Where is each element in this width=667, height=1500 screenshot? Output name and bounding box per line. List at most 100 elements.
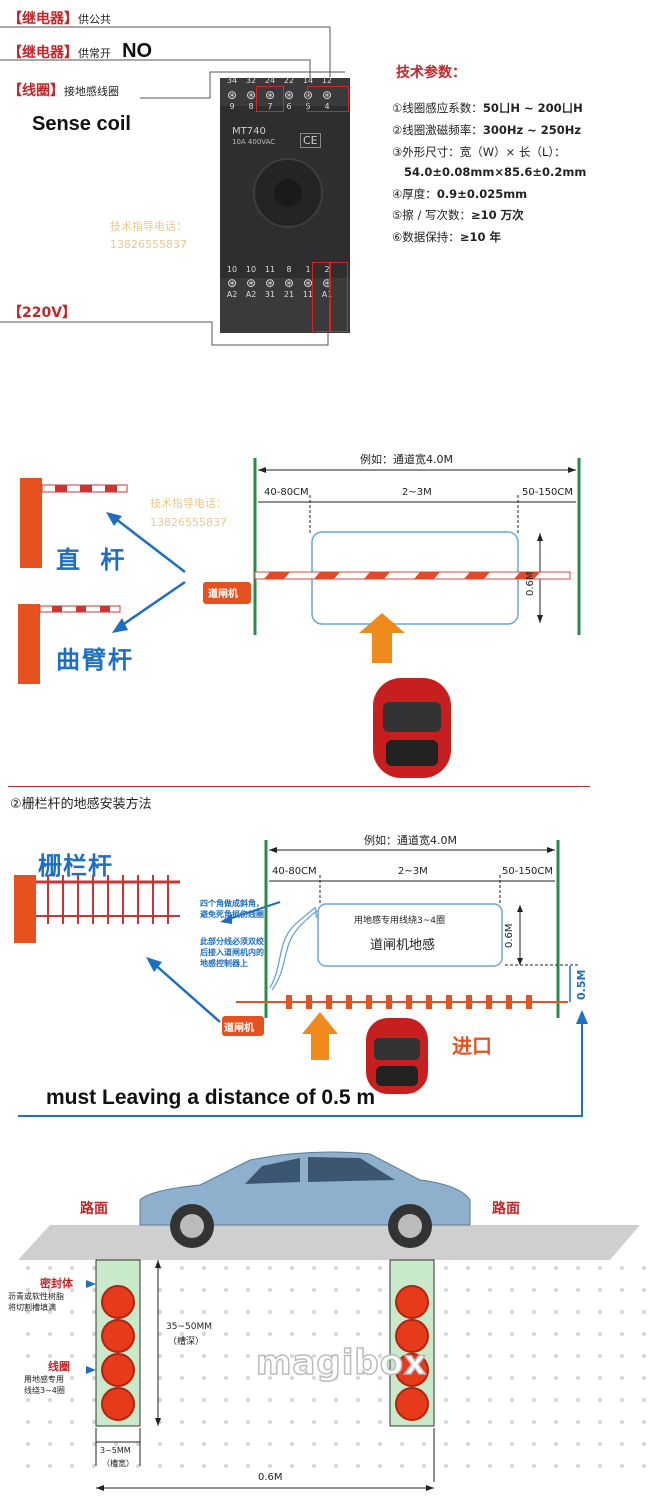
coil-desc: 用地感专用 线绕3~4圈 [24, 1374, 65, 1396]
top-screw-row: ⊛ ⊛ ⊛ ⊛ ⊛ ⊛ [224, 88, 335, 102]
d2-dim-vertical: 0.6M [504, 923, 515, 948]
bottom-num: 11 [264, 265, 276, 274]
entry-arrow [359, 613, 405, 663]
sense-coil-label: Sense coil [32, 113, 131, 135]
spec-prefix: ⑤擦 / 写次数： [392, 208, 471, 222]
straight-arm-label: 直 杆 [56, 546, 131, 574]
fence-label: 栅栏杆 [38, 852, 113, 880]
bottom-pin: 11 [302, 290, 314, 299]
bottom-num: 10 [226, 265, 238, 274]
d2-dim-half: 0.5M [575, 969, 588, 1000]
d2-note-corners: 四个角做成斜角， 避免死角损伤线圈 [200, 898, 264, 920]
top-num: 8 [248, 102, 254, 111]
screw-icon: ⊛ [226, 276, 238, 290]
curved-arm-label: 曲臂杆 [56, 646, 134, 674]
relay-socket [253, 158, 323, 228]
spec-prefix: ③外形尺寸：宽（W）× 长（L）： [392, 145, 566, 159]
relay-watermark-2: 13826555837 [110, 238, 187, 251]
gate-machine [203, 582, 251, 604]
relay-wires [0, 26, 345, 346]
car-side-view [139, 1151, 471, 1248]
bottom-num: 8 [286, 265, 292, 274]
screw-icon: ⊛ [302, 276, 314, 290]
screw-icon: ⊛ [226, 88, 238, 102]
bottom-num: 10 [245, 265, 257, 274]
note-line: 地感控制器上 [200, 959, 248, 968]
bottom-pin: 21 [283, 290, 295, 299]
distance-caption: must Leaving a distance of 0.5 m [46, 1086, 376, 1109]
seal-desc: 沥青或软性树脂 将切割槽填满 [8, 1291, 64, 1313]
spec-item: ①线圈感应系数：50ㄩH ~ 200ㄩH [392, 100, 583, 116]
bottom-pin: A2 [245, 290, 257, 299]
section-divider [8, 786, 590, 787]
top-pin: 14 [302, 76, 314, 85]
screw-icon: ⊛ [283, 276, 295, 290]
top-pin: 22 [283, 76, 295, 85]
spec-item: ③外形尺寸：宽（W）× 长（L）： [392, 144, 566, 160]
bottom-num: 1 [305, 265, 311, 274]
top-num-row: 9 8 7 6 5 4 [224, 102, 335, 111]
top-pin: 34 [226, 76, 238, 85]
relay-socket-center [274, 179, 302, 207]
coil-desc-line: 用地感专用 [24, 1375, 64, 1384]
d1-example: 例如：通道宽4.0M [360, 453, 453, 466]
top-pin: 24 [264, 76, 276, 85]
car-top-view [373, 678, 451, 778]
coil-tag: 【线圈】 [8, 83, 64, 99]
section2-title: ②栅栏杆的地感安装方法 [10, 797, 152, 812]
distance-arrow [18, 1020, 583, 1117]
spec-item: ⑥数据保持：≥10 年 [392, 229, 501, 245]
top-pin: 32 [245, 76, 257, 85]
coil-turns [101, 1285, 429, 1421]
screw-icon: ⊛ [264, 276, 276, 290]
spec-value: ≥10 年 [459, 230, 501, 244]
coil-terminal-highlight [256, 86, 284, 112]
spec-prefix: ①线圈感应系数： [392, 101, 483, 115]
coil-text: 接地感线圈 [64, 85, 119, 98]
spec-prefix: ④厚度： [392, 187, 437, 201]
specs-title: 技术参数： [396, 65, 466, 81]
spec-value: ≥10 万次 [471, 208, 524, 222]
d2-machine-label: 道闸机 [224, 1023, 254, 1034]
ce-mark: CE [300, 133, 321, 148]
bottom-num-row: 10 10 11 8 1 2 [224, 265, 335, 274]
note-line: 四个角做成斜角， [200, 899, 264, 908]
top-pin-row: 34 32 24 22 14 12 [224, 76, 335, 85]
arrow-to-curved [117, 580, 186, 630]
spec-value: 54.0±0.08mm×85.6±0.2mm [404, 165, 587, 179]
d2-loop-desc: 用地感专用线绕3~4圈 [354, 916, 445, 926]
d2-dim-right: 50-150CM [502, 866, 554, 877]
relay-common-text: 供公共 [78, 13, 111, 26]
screw-icon: ⊛ [245, 88, 257, 102]
screw-icon: ⊛ [264, 88, 276, 102]
bottom-pin: A1 [321, 290, 333, 299]
barrier-arm-main [254, 571, 571, 580]
d1-watermark-2: 13826555837 [150, 516, 227, 529]
relay-model: MT740 [232, 126, 266, 137]
coil-label: 【线圈】接地感线圈 [8, 80, 119, 100]
relay-rating: 10A 400VAC [232, 138, 276, 146]
cross-section-diagram [10, 1151, 650, 1491]
top-num: 5 [305, 102, 311, 111]
power-label: 【220V】 [8, 305, 77, 321]
screw-icon: ⊛ [245, 276, 257, 290]
d1-watermark-1: 技术指导电话： [150, 497, 227, 510]
d2-dim-mid: 2~3M [398, 866, 428, 877]
top-num: 6 [286, 102, 292, 111]
relay-top-strip [220, 78, 350, 106]
screw-icon: ⊛ [283, 88, 295, 102]
seal-desc-line: 沥青或软性树脂 [8, 1292, 64, 1301]
width-label: 3~5MM [100, 1446, 131, 1455]
d1-dim-mid: 2~3M [402, 487, 432, 498]
relay-no-tag: 【继电器】 [8, 45, 78, 61]
span-label: 0.6M [258, 1472, 283, 1483]
spec-value: 50ㄩH ~ 200ㄩH [482, 101, 583, 115]
power-terminal-highlight-1 [312, 262, 330, 332]
fence-barrier-diagram [14, 840, 588, 1117]
road-surface [18, 1225, 640, 1260]
relay-terminal-highlight [307, 86, 349, 112]
seal-desc-line: 将切割槽填满 [8, 1303, 56, 1312]
bottom-pin: A2 [226, 290, 238, 299]
top-num: 7 [267, 102, 273, 111]
note-line: 避免死角损伤线圈 [200, 910, 264, 919]
